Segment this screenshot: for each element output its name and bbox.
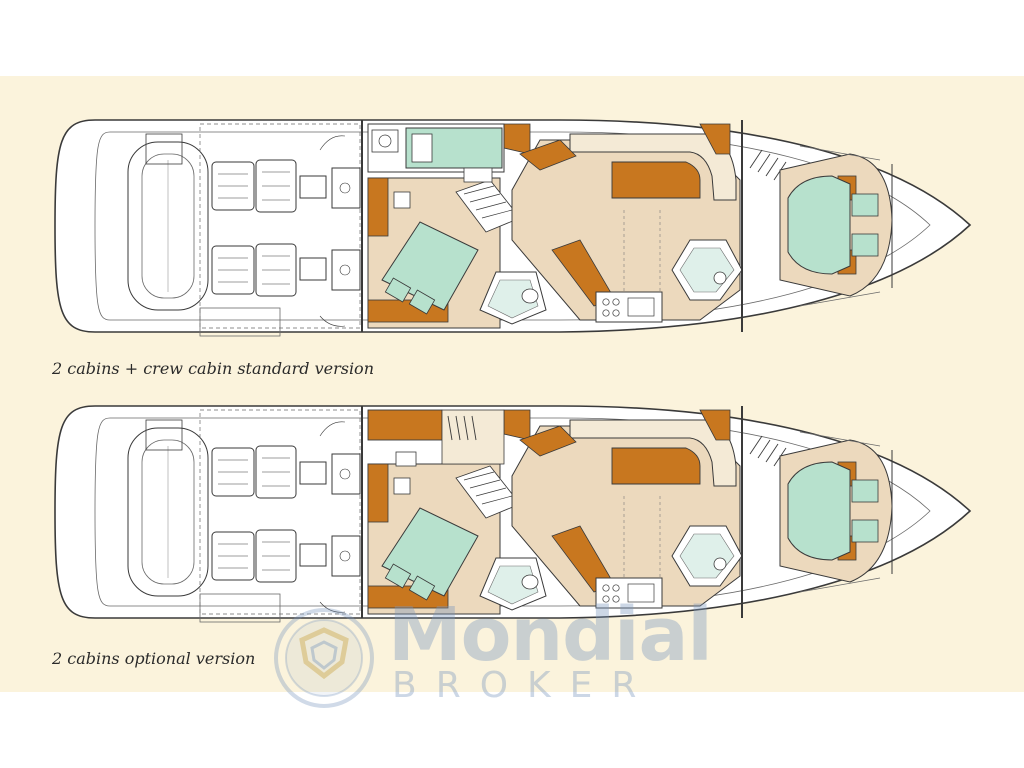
watermark-sub: BROKER bbox=[392, 665, 656, 706]
watermark-word: Mondial bbox=[388, 592, 713, 678]
plan-optional-version bbox=[54, 405, 971, 623]
caption-optional-version: 2 cabins optional version bbox=[52, 649, 256, 668]
plan-standard-version bbox=[54, 119, 971, 337]
caption-standard-version: 2 cabins + crew cabin standard version bbox=[52, 359, 374, 378]
mondial-broker-logo-icon bbox=[274, 608, 374, 708]
